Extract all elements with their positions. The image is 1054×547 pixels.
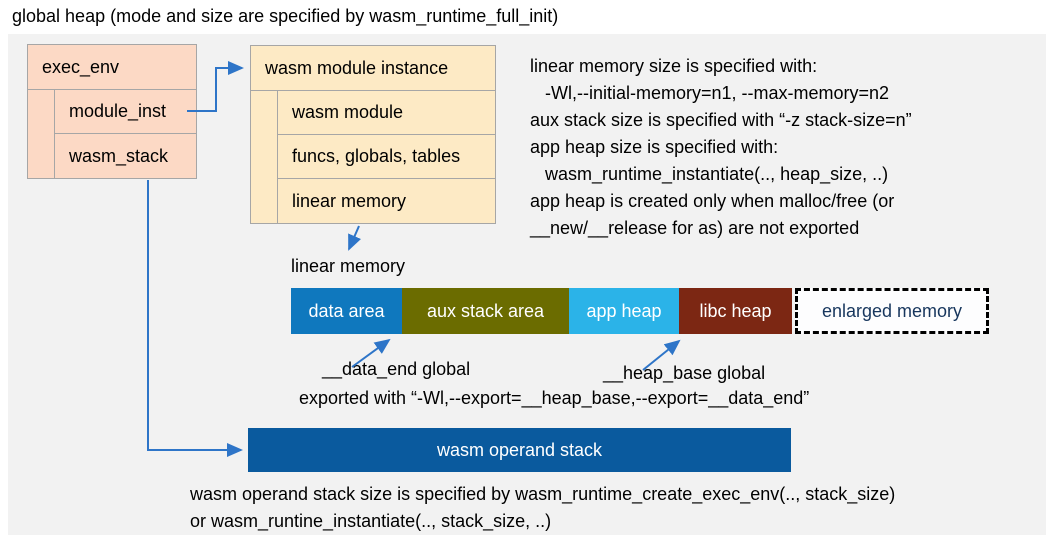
note-line: __new/__release for as) are not exported [530, 218, 860, 238]
segment-aux-stack-area: aux stack area [402, 288, 569, 334]
segment-enlarged-memory: enlarged memory [795, 288, 989, 334]
segment-data-area: data area [291, 288, 402, 334]
exec-env-row-wasm-stack: wasm_stack [54, 134, 196, 178]
linear-memory-label: linear memory [291, 256, 406, 276]
note-line: linear memory size is specified with: [530, 56, 818, 76]
data-end-global-label: __data_end global [322, 359, 471, 379]
note-line: or wasm_runtine_instantiate(.., stack_si… [190, 511, 552, 531]
exec-env-box: exec_env module_inst wasm_stack [27, 44, 197, 179]
exported-with-label: exported with “-Wl,--export=__heap_base,… [299, 388, 810, 408]
operand-stack-notes: wasm operand stack size is specified by … [190, 481, 895, 535]
note-line: -Wl,--initial-memory=n1, --max-memory=n2 [530, 83, 890, 103]
heap-base-global-label: __heap_base global [603, 363, 766, 383]
module-instance-row-wasm-module: wasm module [277, 91, 495, 135]
module-instance-row-funcs-globals-tables: funcs, globals, tables [277, 135, 495, 179]
linear-memory-notes: linear memory size is specified with: -W… [530, 53, 912, 242]
wasm-operand-stack-bar: wasm operand stack [248, 428, 791, 472]
note-line: app heap size is specified with: [530, 137, 779, 157]
module-instance-header: wasm module instance [251, 46, 495, 91]
exec-env-row-module-inst: module_inst [54, 90, 196, 134]
note-line: app heap is created only when malloc/fre… [530, 191, 895, 211]
exec-env-header: exec_env [28, 45, 196, 90]
note-line: aux stack size is specified with “-z sta… [530, 110, 912, 130]
segment-app-heap: app heap [569, 288, 679, 334]
segment-libc-heap: libc heap [679, 288, 792, 334]
note-line: wasm_runtime_instantiate(.., heap_size, … [530, 164, 889, 184]
page-title: global heap (mode and size are specified… [12, 6, 559, 26]
note-line: wasm operand stack size is specified by … [190, 484, 896, 504]
linear-memory-bar: data area aux stack area app heap libc h… [291, 288, 989, 334]
wasm-module-instance-box: wasm module instance wasm module funcs, … [250, 45, 496, 224]
module-instance-row-linear-memory: linear memory [277, 179, 495, 223]
